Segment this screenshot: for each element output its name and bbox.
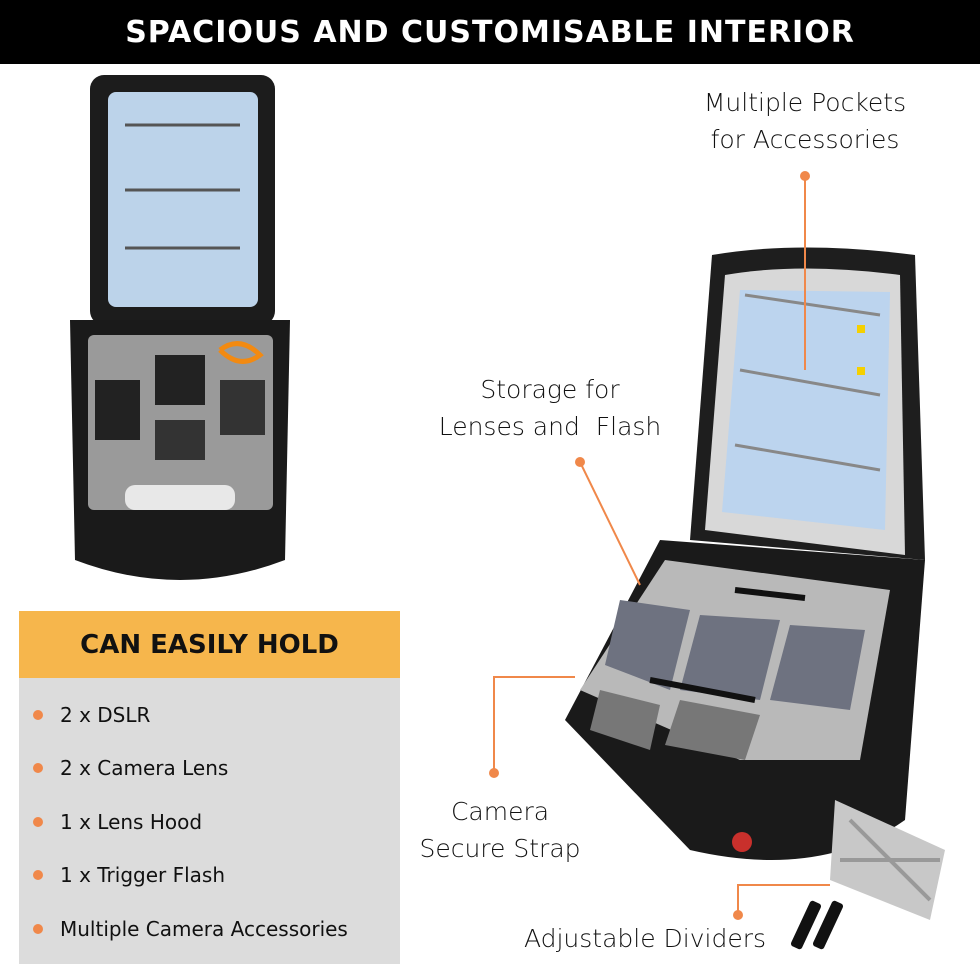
callout-strap-line1: Camera bbox=[450, 797, 550, 826]
list-item-text: 1 x Lens Hood bbox=[60, 809, 203, 834]
callout-pockets-line2: for Accessories bbox=[710, 125, 900, 154]
list-item: 1 x Lens Hood bbox=[33, 795, 400, 849]
callout-storage-line1: Storage for bbox=[480, 375, 620, 404]
callout-storage-line2: Lenses and Flash bbox=[438, 412, 662, 441]
backpack-left-image bbox=[70, 75, 290, 580]
callout-strap: Camera Secure Strap bbox=[410, 793, 590, 867]
dividers-image bbox=[790, 800, 945, 950]
list-item: 2 x Camera Lens bbox=[33, 742, 400, 796]
list-item-text: 1 x Trigger Flash bbox=[60, 863, 226, 888]
bullet-icon bbox=[33, 923, 43, 934]
bullet-icon bbox=[33, 870, 43, 881]
can-hold-list: 2 x DSLR 2 x Camera Lens 1 x Lens Hood 1… bbox=[19, 678, 400, 956]
list-item-text: 2 x DSLR bbox=[60, 702, 151, 727]
list-item-text: 2 x Camera Lens bbox=[60, 756, 229, 781]
list-item: 1 x Trigger Flash bbox=[33, 849, 400, 903]
callout-pockets-line1: Multiple Pockets bbox=[703, 88, 907, 117]
can-hold-title: CAN EASILY HOLD bbox=[19, 611, 400, 678]
bullet-icon bbox=[33, 816, 43, 827]
list-item: 2 x DSLR bbox=[33, 688, 400, 742]
bullet-icon bbox=[33, 763, 43, 774]
callout-lines bbox=[489, 171, 830, 920]
can-hold-box: CAN EASILY HOLD 2 x DSLR 2 x Camera Lens… bbox=[19, 611, 400, 964]
callout-strap-line2: Secure Strap bbox=[419, 834, 581, 863]
callout-storage: Storage for Lenses and Flash bbox=[430, 371, 670, 445]
backpack-right-image bbox=[565, 247, 925, 860]
page-banner: SPACIOUS AND CUSTOMISABLE INTERIOR bbox=[0, 0, 980, 64]
bullet-icon bbox=[33, 709, 43, 720]
list-item-text: Multiple Camera Accessories bbox=[60, 916, 348, 941]
callout-pockets: Multiple Pockets for Accessories bbox=[680, 84, 930, 158]
callout-dividers: Adjustable Dividers bbox=[523, 924, 767, 953]
list-item: Multiple Camera Accessories bbox=[33, 902, 400, 956]
